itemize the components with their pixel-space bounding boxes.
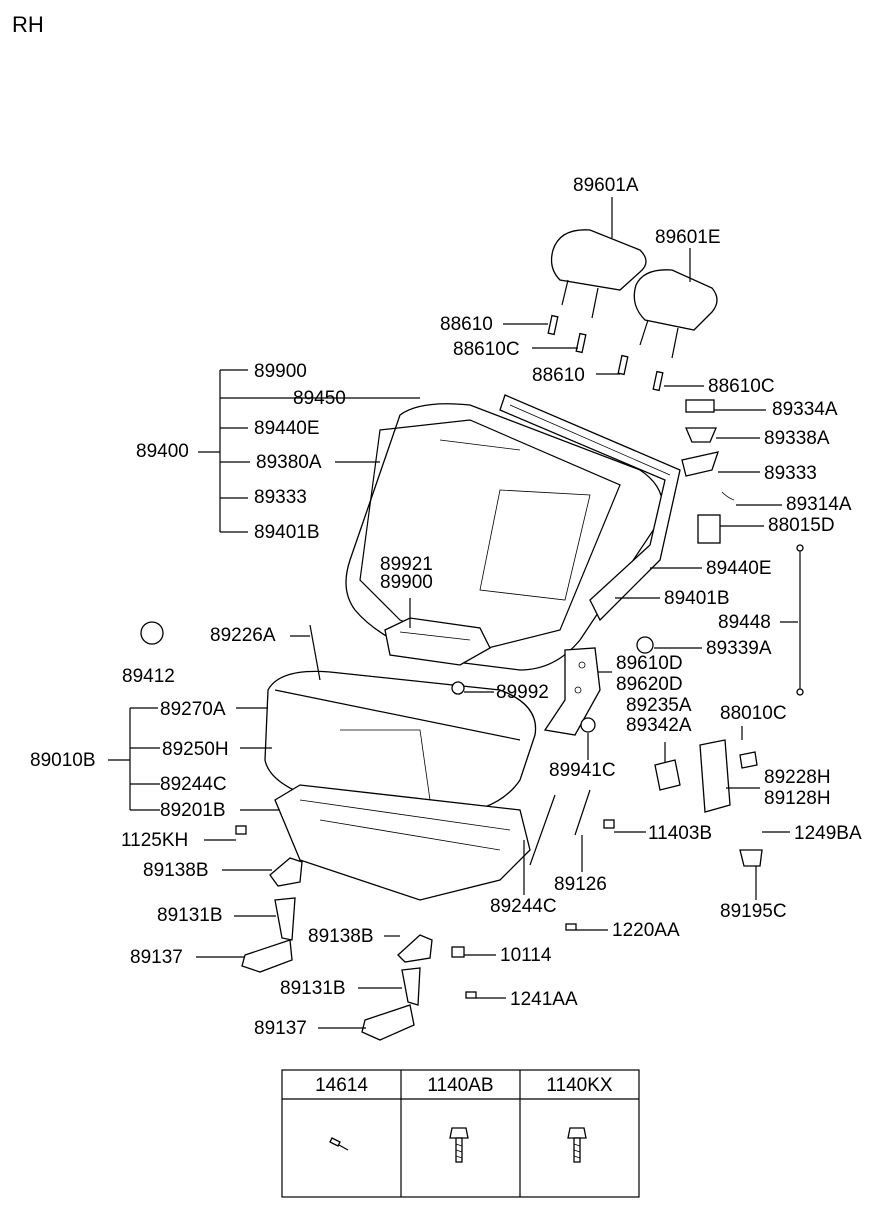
small-parts <box>140 399 804 867</box>
callout-89339a: 89339A <box>706 638 772 659</box>
callout-89941c: 89941C <box>549 760 616 781</box>
callout-89235a: 89235A <box>626 695 692 716</box>
callout-88610c-a: 88610C <box>453 339 520 360</box>
callout-89314a: 89314A <box>786 494 852 515</box>
callout-89921: 89921 <box>380 554 433 575</box>
callout-89131b-a: 89131B <box>157 905 223 926</box>
seat-back-89400 <box>345 394 681 671</box>
callout-89401b-left: 89401B <box>254 522 320 543</box>
hinge-89610d <box>543 647 601 736</box>
callout-11403b: 11403B <box>648 823 713 844</box>
callout-89138b-b: 89138B <box>308 926 374 947</box>
callout-88610c-b: 88610C <box>708 376 775 397</box>
callout-89010b: 89010B <box>30 750 96 771</box>
callout-89244c-right: 89244C <box>490 896 557 917</box>
callout-1220aa: 1220AA <box>612 920 680 941</box>
callout-89448: 89448 <box>718 612 771 633</box>
callout-89338a: 89338A <box>764 428 830 449</box>
callout-89228h: 89228H <box>764 767 831 788</box>
callout-89620d: 89620D <box>616 674 683 695</box>
callout-89131b-b: 89131B <box>280 978 346 999</box>
callout-89250h: 89250H <box>162 739 229 760</box>
callout-89342a: 89342A <box>626 715 692 736</box>
callout-89900-top: 89900 <box>254 361 307 382</box>
callout-89201b: 89201B <box>160 800 226 821</box>
callout-88010c: 88010C <box>720 703 787 724</box>
headrest-89601e <box>633 269 718 359</box>
fasteners <box>235 681 615 999</box>
callout-89610d: 89610D <box>616 653 683 674</box>
callout-89401b-right: 89401B <box>664 588 730 609</box>
legs <box>241 857 433 1041</box>
callout-88610-a: 88610 <box>440 314 493 335</box>
seat-cushion-89010b <box>264 670 537 901</box>
callout-88015d: 88015D <box>768 515 835 536</box>
headrest-guides <box>547 314 664 392</box>
callout-89400: 89400 <box>136 441 189 462</box>
callout-1241aa: 1241AA <box>510 989 578 1010</box>
callout-89601a: 89601A <box>573 175 639 196</box>
callout-89226a: 89226A <box>210 625 276 646</box>
legend-table <box>281 1069 640 1198</box>
callout-89137-a: 89137 <box>130 947 183 968</box>
callout-89333-right: 89333 <box>764 463 817 484</box>
callout-89440e-left: 89440E <box>254 418 320 439</box>
table-header-1140ab: 1140AB <box>427 1075 494 1096</box>
callout-10114: 10114 <box>500 945 552 966</box>
callout-89412: 89412 <box>122 666 175 687</box>
bolt-1140ab-icon <box>449 1127 469 1163</box>
callout-89244c-left: 89244C <box>160 774 227 795</box>
callout-89128h: 89128H <box>764 788 831 809</box>
callout-89333-left: 89333 <box>254 487 307 508</box>
callout-1125kh: 1125KH <box>121 830 189 851</box>
callout-89270a: 89270A <box>160 699 226 720</box>
screw-14614-icon <box>329 1137 349 1151</box>
callout-89992: 89992 <box>496 682 549 703</box>
callout-89900-mid: 89900 <box>380 572 433 593</box>
leader-lines <box>108 197 798 1029</box>
callout-88610-b: 88610 <box>532 365 585 386</box>
callout-1249ba: 1249BA <box>794 823 862 844</box>
table-header-14614: 14614 <box>315 1075 368 1096</box>
callout-89195c: 89195C <box>720 901 787 922</box>
table-header-1140kx: 1140KX <box>546 1075 613 1096</box>
side-label: RH <box>12 12 44 37</box>
callout-89126: 89126 <box>554 874 607 895</box>
callout-89334a: 89334A <box>772 399 838 420</box>
callout-89601e: 89601E <box>655 227 721 248</box>
bolt-1140kx-icon <box>567 1127 587 1163</box>
callout-89440e-right: 89440E <box>706 558 772 579</box>
callout-89137-b: 89137 <box>254 1018 307 1039</box>
callout-89380a: 89380A <box>256 452 322 473</box>
callout-89138b-a: 89138B <box>143 860 209 881</box>
callout-89450: 89450 <box>293 388 346 409</box>
headrest-89601a <box>550 229 647 319</box>
